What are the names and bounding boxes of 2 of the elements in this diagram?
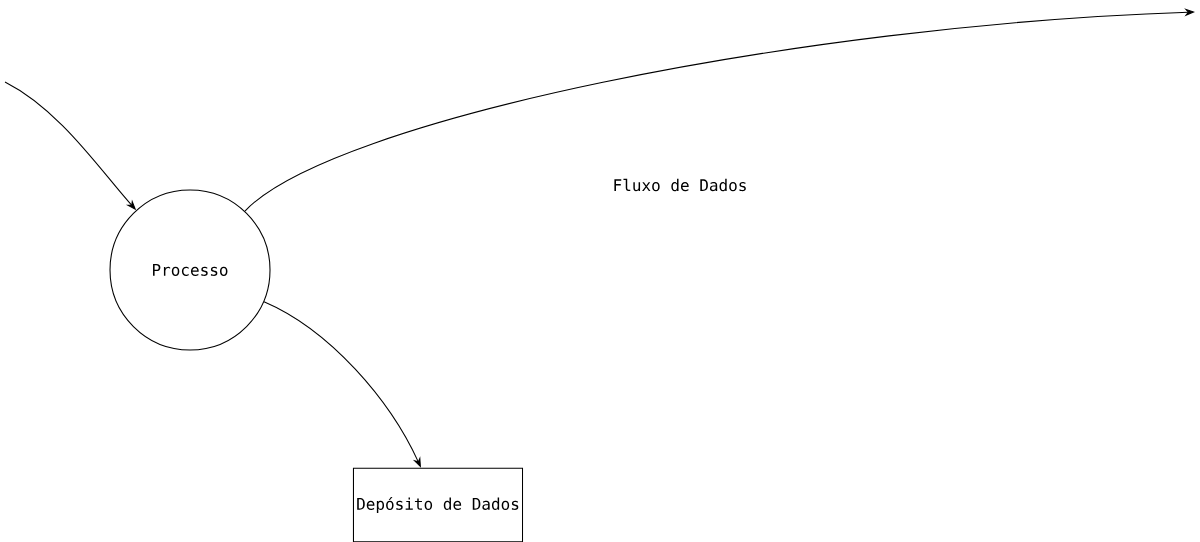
- data-store-box: Depósito de Dados: [352, 467, 524, 542]
- flow-label: Fluxo de Dados: [614, 178, 746, 192]
